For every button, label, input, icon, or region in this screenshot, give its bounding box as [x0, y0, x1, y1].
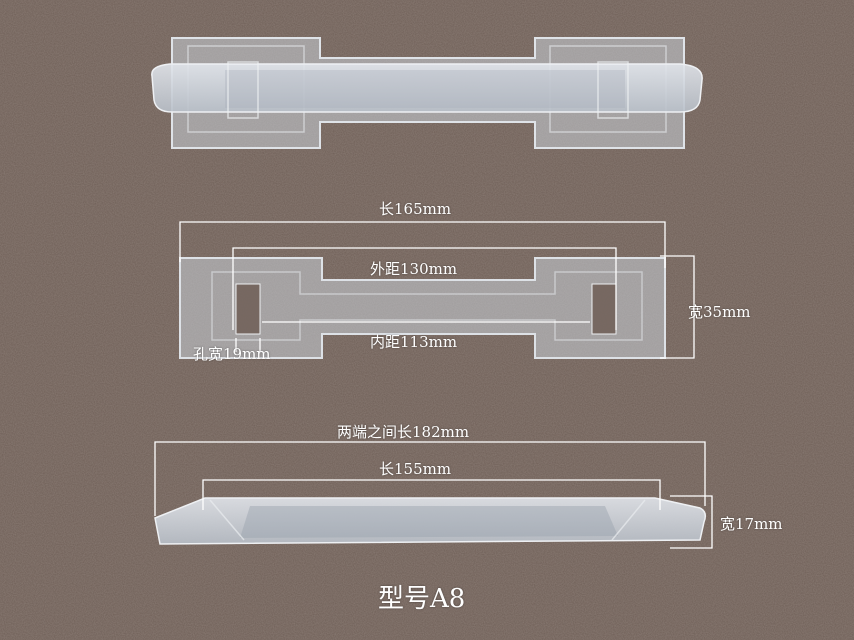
- model-number: 型号A8: [378, 584, 466, 614]
- inner-spacing-label: 内距113mm: [370, 333, 458, 351]
- end-to-end-label: 两端之间长182mm: [337, 423, 470, 441]
- grip-side-view: [154, 497, 707, 545]
- grip-dimension-lines: [154, 441, 713, 549]
- length-label: 长165mm: [379, 200, 452, 218]
- grip-length-label: 长155mm: [379, 460, 452, 478]
- outer-spacing-label: 外距130mm: [370, 260, 458, 278]
- hole-width-label: 孔宽19mm: [193, 345, 271, 363]
- strap-dimension-lines: [179, 221, 695, 359]
- width-label: 宽35mm: [688, 303, 751, 321]
- grip-width-label: 宽17mm: [720, 515, 783, 533]
- assembled-handle: [151, 37, 703, 149]
